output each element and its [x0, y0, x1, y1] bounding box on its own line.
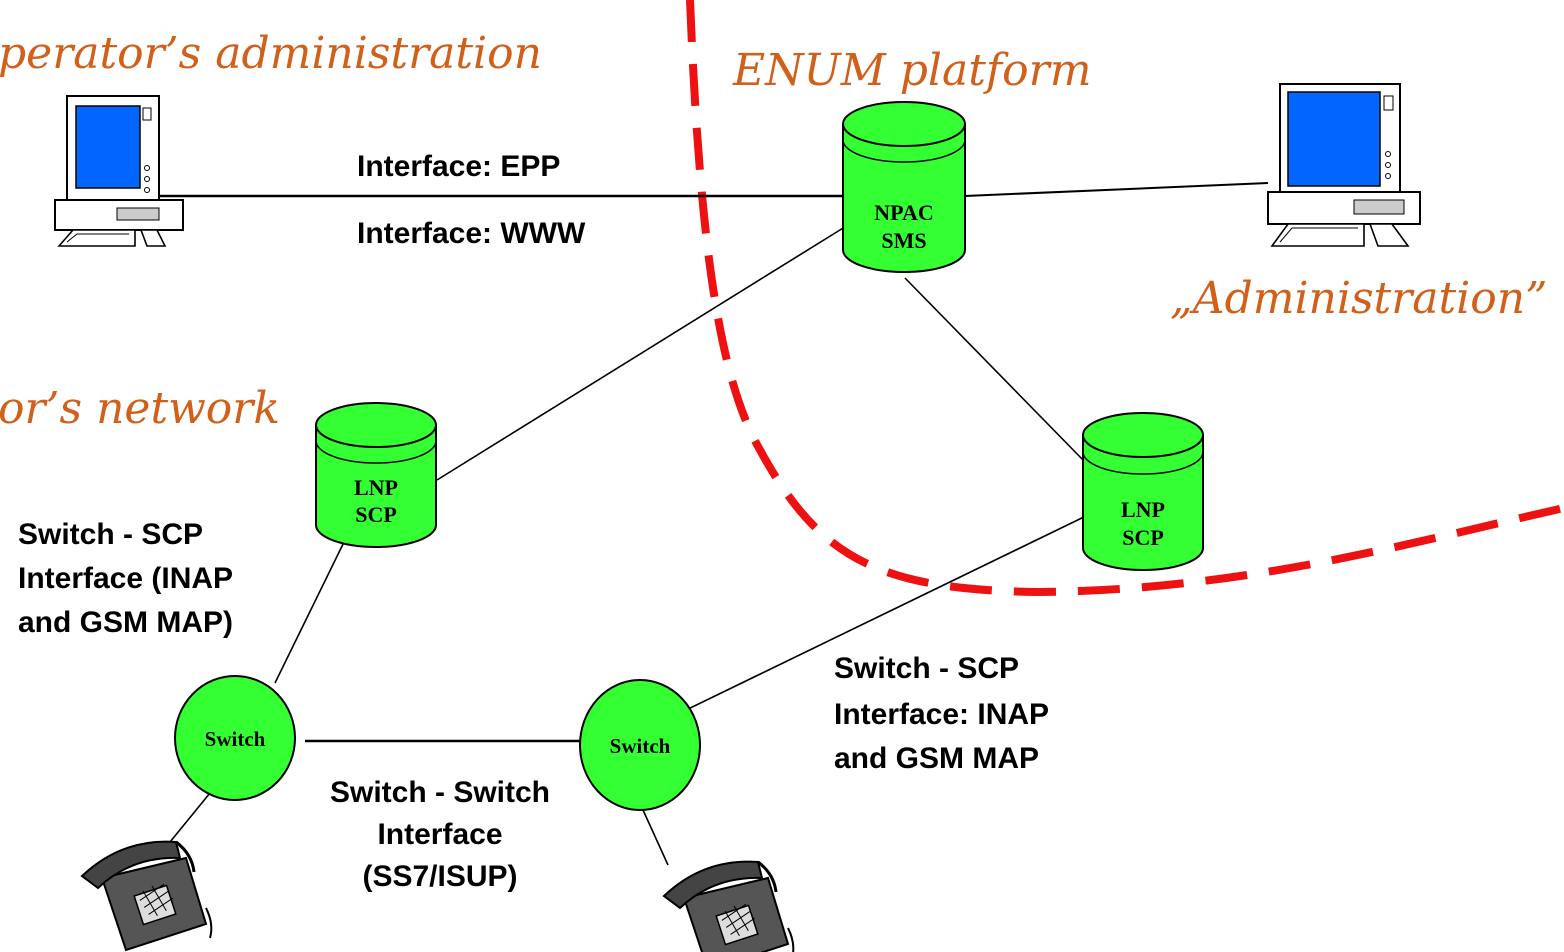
enum-platform-boundary: [686, 0, 1564, 597]
administration-title: „Administration”: [1170, 273, 1548, 324]
switch-right-node: Switch: [579, 679, 701, 811]
enum-platform-title: ENUM platform: [732, 45, 1091, 96]
lnp-left-switch-link: [274, 537, 347, 684]
switch-scp-left-line2: Interface (INAP: [18, 562, 233, 595]
telephone-icon: [80, 840, 213, 952]
switch-scp-left-line3: and GSM MAP): [18, 606, 233, 639]
switch-left-node: Switch: [174, 675, 296, 801]
lnp-left-label-line2: SCP: [355, 502, 397, 527]
lnp-left-label-line1: LNP: [354, 475, 398, 500]
switch-scp-left-line1: Switch - SCP: [18, 518, 203, 551]
switch-scp-right-line3: and GSM MAP: [834, 742, 1039, 775]
switch-switch-line1: Switch - Switch: [330, 776, 550, 809]
npac-label-line1: NPAC: [874, 200, 933, 225]
switch-left-label: Switch: [205, 727, 266, 751]
switch-scp-right-line2: Interface: INAP: [834, 698, 1049, 731]
lnp-scp-right-database: LNP SCP: [1082, 412, 1204, 571]
lnp-scp-left-database: LNP SCP: [315, 402, 437, 548]
npac-lnp-left-link: [436, 224, 849, 481]
npac-lnp-right-link: [904, 277, 1086, 463]
operator-administration-title: perator’s administration: [0, 28, 542, 79]
interface-epp-label: Interface: EPP: [357, 150, 560, 183]
lnp-right-label-line1: LNP: [1121, 497, 1165, 522]
telephone-icon: [662, 860, 795, 952]
switch-right-label: Switch: [610, 734, 671, 758]
switch-right-phone-link: [642, 809, 669, 866]
operator-network-title: or’s network: [0, 383, 280, 434]
npac-label-line2: SMS: [881, 228, 926, 253]
switch-scp-right-line1: Switch - SCP: [834, 652, 1019, 685]
lnp-right-switch-link: [681, 514, 1089, 713]
npac-admin-link: [964, 182, 1269, 197]
npac-sms-database: NPAC SMS: [842, 101, 966, 273]
switch-left-phone-link: [169, 792, 211, 843]
computer-terminal-icon: [1267, 83, 1421, 247]
lnp-right-label-line2: SCP: [1122, 525, 1164, 550]
interface-www-label: Interface: WWW: [357, 217, 586, 250]
computer-terminal-icon: [54, 95, 184, 247]
connections: [158, 182, 1269, 866]
switch-switch-line2: Interface: [377, 818, 502, 851]
switch-switch-line3: (SS7/ISUP): [362, 860, 517, 893]
